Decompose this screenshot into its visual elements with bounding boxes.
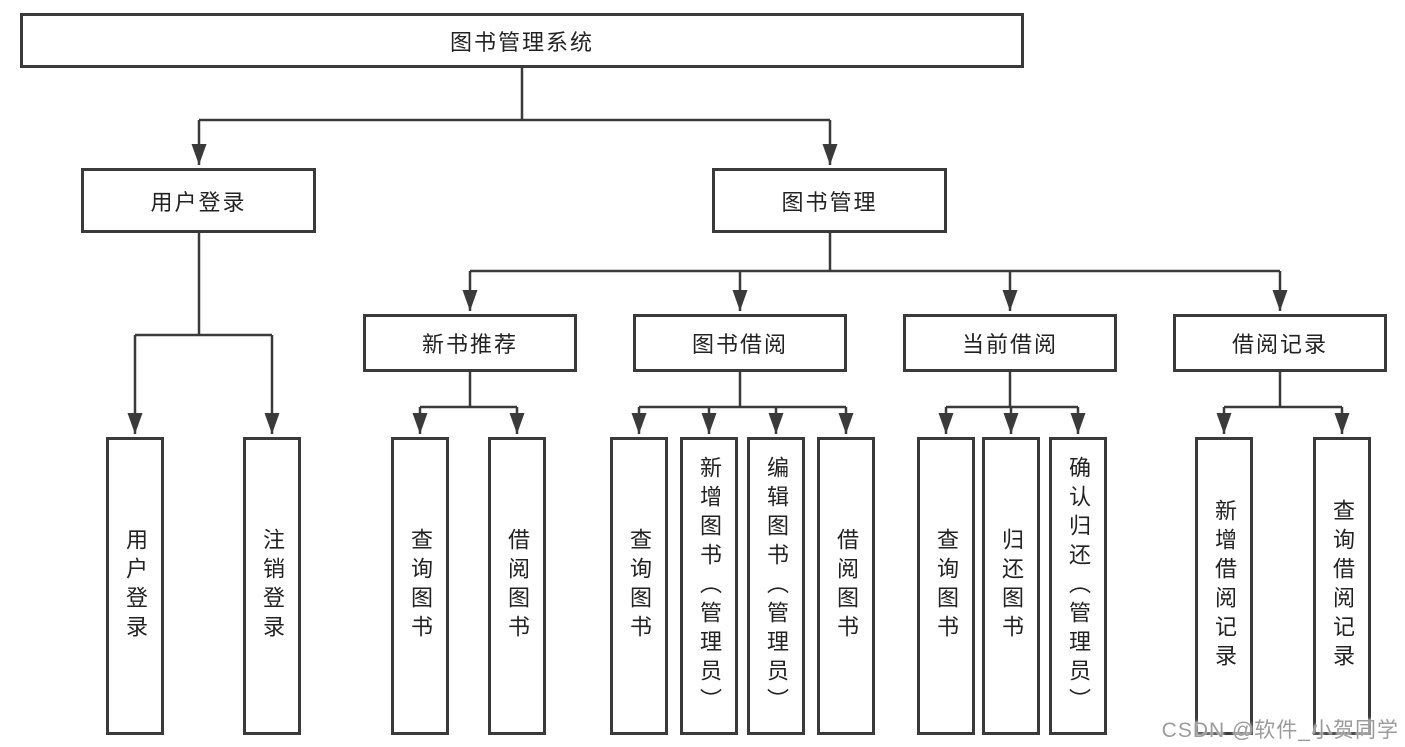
leaf-label: 借阅图书	[834, 528, 859, 644]
leaf-label: 查询图书	[934, 528, 959, 644]
node-current-borrowing: 当前借阅	[903, 314, 1117, 372]
node-leaf-query-book-borrowing: 查询图书	[610, 437, 668, 735]
node-leaf-add-book-admin: 新增图书（管理员）	[680, 437, 738, 735]
node-leaf-edit-book-admin: 编辑图书（管理员）	[747, 437, 805, 735]
leaf-label: 查询借阅记录	[1330, 499, 1355, 673]
node-leaf-user-login: 用户登录	[106, 437, 164, 735]
csdn-watermark: CSDN @软件_小贺同学	[1161, 719, 1399, 742]
node-book-management: 图书管理	[712, 168, 947, 233]
node-library-system: 图书管理系统	[20, 13, 1024, 68]
node-new-book-recommend: 新书推荐	[363, 314, 577, 372]
node-leaf-borrow-book: 借阅图书	[817, 437, 875, 735]
leaf-label: 用户登录	[123, 528, 148, 644]
node-borrowing-records: 借阅记录	[1173, 314, 1387, 372]
leaf-label: 查询图书	[627, 528, 652, 644]
leaf-label: 确认归还（管理员）	[1066, 455, 1091, 717]
node-leaf-borrow-book-recommend: 借阅图书	[488, 437, 546, 735]
leaf-label: 借阅图书	[505, 528, 530, 644]
leaf-label: 注销登录	[260, 528, 285, 644]
leaf-label: 新增借阅记录	[1212, 499, 1237, 673]
node-leaf-query-book-current: 查询图书	[917, 437, 975, 735]
node-leaf-confirm-return-admin: 确认归还（管理员）	[1049, 437, 1107, 735]
leaf-label: 编辑图书（管理员）	[764, 455, 789, 717]
leaf-label: 查询图书	[408, 528, 433, 644]
leaf-label: 归还图书	[999, 528, 1024, 644]
node-leaf-query-borrow-record: 查询借阅记录	[1313, 437, 1371, 735]
node-book-borrowing: 图书借阅	[633, 314, 847, 372]
node-user-login: 用户登录	[81, 168, 316, 233]
node-leaf-query-book-recommend: 查询图书	[391, 437, 449, 735]
node-leaf-return-book: 归还图书	[982, 437, 1040, 735]
node-leaf-add-borrow-record: 新增借阅记录	[1195, 437, 1253, 735]
leaf-label: 新增图书（管理员）	[697, 455, 722, 717]
node-leaf-logout-login: 注销登录	[243, 437, 301, 735]
